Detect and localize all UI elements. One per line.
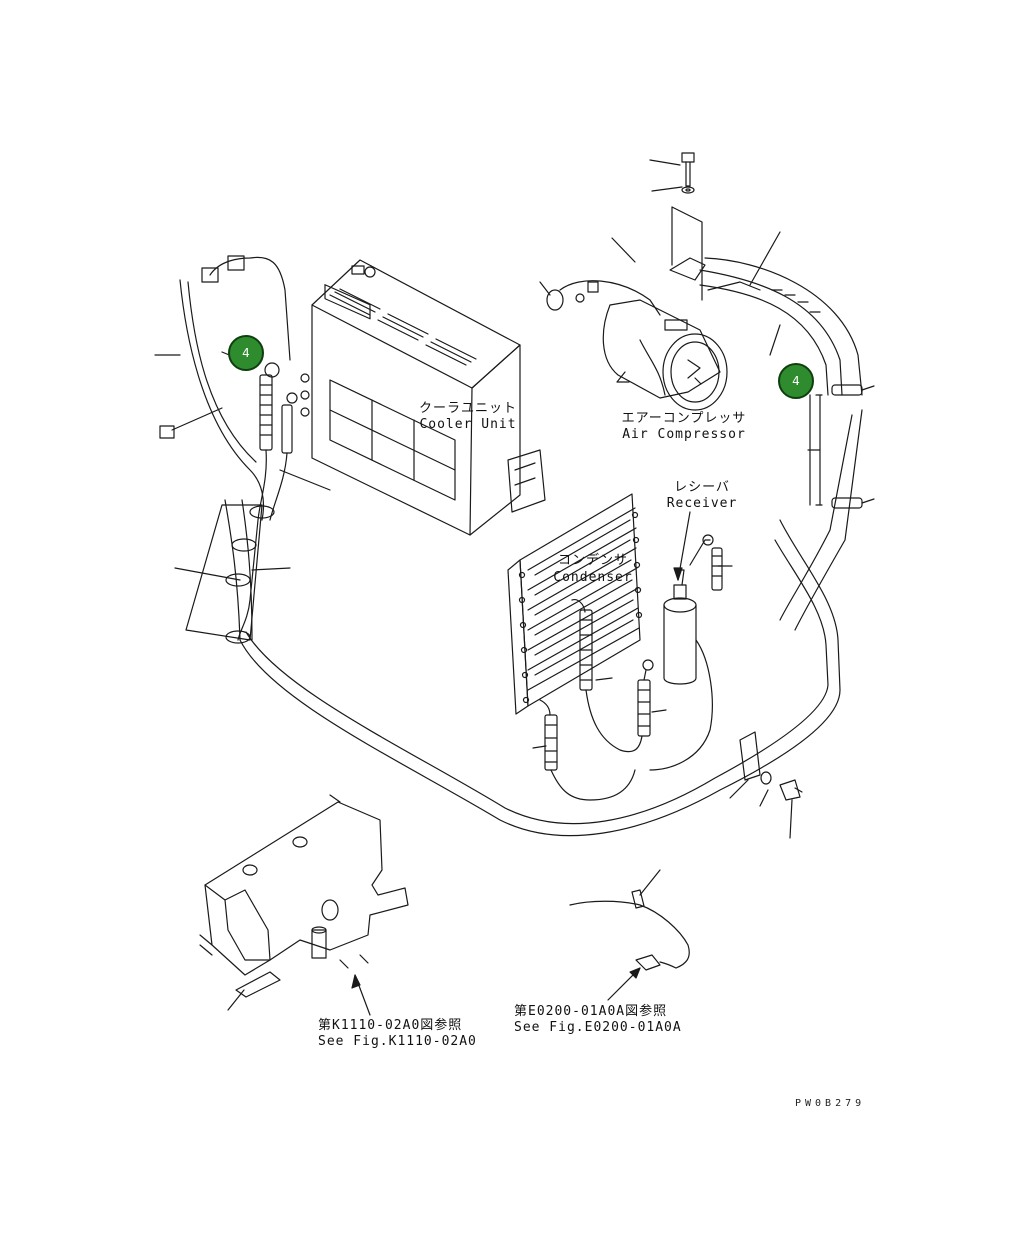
arrowheads [351,567,683,989]
receiver [649,534,723,771]
receiver-label-jp: レシーバ [674,480,730,495]
compressor-discharge-hose [699,257,863,396]
cooler-unit-label-en: Cooler Unit [419,417,517,432]
condenser [507,493,643,715]
wire-harness-left [159,255,291,521]
callout-badge-left[interactable]: 4 [228,335,264,371]
bolt-top [681,152,695,194]
ref-e0200-label-en: See Fig.E0200-01A0A [514,1020,682,1035]
wire-clip-detail [569,889,690,971]
callout-badge-right[interactable]: 4 [778,363,814,399]
ref-k1110-label-en: See Fig.K1110-02A0 [318,1034,477,1049]
compressor-label-jp: エアーコンプレッサ [621,411,747,426]
cooler-unit [300,259,546,536]
ref-k1110-label-jp: 第K1110-02A0図参照 [318,1018,463,1033]
ref-e0200-label-jp: 第E0200-01A0A図参照 [514,1004,668,1019]
receiver-label-en: Receiver [666,496,738,511]
condenser-label-en: Condenser [553,570,633,585]
main-loop-pipe [239,409,863,837]
cooler-left-hoses [237,362,298,641]
pipe-bracket [739,731,803,801]
pipe-clamp-right [809,384,875,509]
air-compressor [546,257,761,411]
condenser-hoses [539,599,654,801]
drawing-code: PW0B279 [795,1098,866,1109]
floor-frame-detail [199,801,409,998]
cooler-unit-label-jp: クーラユニット [418,401,517,416]
condenser-label-jp: コンデンサ [557,553,628,568]
left-pipe-clamps [185,499,275,644]
compressor-label-en: Air Compressor [622,427,746,442]
